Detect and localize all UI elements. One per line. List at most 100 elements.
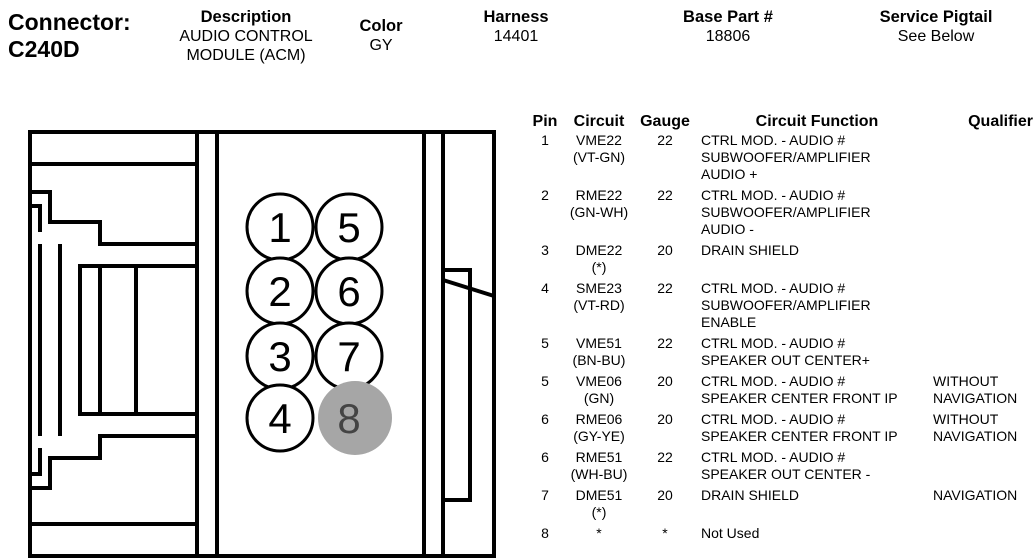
- base-part-header: Base Part #: [683, 8, 773, 26]
- connector-label: Connector:: [8, 9, 131, 35]
- circuit-cell: RME06 (GY-YE): [573, 411, 625, 444]
- pin-number-6: 6: [337, 268, 360, 315]
- service-pigtail-column: Service Pigtail See Below: [866, 8, 1006, 46]
- harness-value: 14401: [493, 28, 539, 45]
- circuit-function-cell: CTRL MOD. - AUDIO # SPEAKER OUT CENTER -: [701, 449, 871, 482]
- pin-cell: 2: [541, 187, 549, 203]
- qualifier-cell: [933, 449, 1033, 487]
- circuit-function-cell: Not Used: [701, 525, 760, 541]
- color-column: Color GY: [345, 17, 417, 55]
- color-header: Color: [359, 17, 403, 35]
- circuit-function-cell: CTRL MOD. - AUDIO # SPEAKER CENTER FRONT…: [701, 373, 898, 406]
- circuit-function-cell: CTRL MOD. - AUDIO # SPEAKER OUT CENTER+: [701, 335, 870, 368]
- circuit-function-cell: DRAIN SHIELD: [701, 487, 800, 503]
- pin-cavities: 1 2 3 4 5 6 7 8: [245, 192, 392, 455]
- connector-id: Connector: C240D: [8, 9, 131, 63]
- pin-table-header: Pin Circuit Gauge Circuit Function Quali…: [527, 113, 1033, 132]
- gauge-cell: 22: [657, 280, 673, 296]
- pin-number-2: 2: [268, 268, 291, 315]
- table-row: 7 DME51 (*) 20 DRAIN SHIELD NAVIGATION: [527, 487, 1033, 525]
- table-row: 6 RME06 (GY-YE) 20 CTRL MOD. - AUDIO # SPEA…: [527, 411, 1033, 449]
- qualifier-cell: [933, 242, 1033, 280]
- circuit-cell: DME22 (*): [575, 242, 623, 275]
- pin-cell: 4: [541, 280, 549, 296]
- pin-cavity-4: [245, 383, 315, 453]
- pin-cell: 7: [541, 487, 549, 503]
- pin-cell: 5: [541, 373, 549, 389]
- connector-face-diagram: 1 2 3 4 5 6 7 8: [28, 130, 496, 558]
- pin-cell: 1: [541, 132, 549, 148]
- circuit-cell: *: [596, 525, 602, 541]
- pin-cell: 6: [541, 449, 549, 465]
- qualifier-cell: [933, 525, 1033, 546]
- qualifier-cell: WITHOUT NAVIGATION: [933, 411, 1018, 444]
- table-row: 5 VME06 (GN) 20 CTRL MOD. - AUDIO # SPEAKER…: [527, 373, 1033, 411]
- circuit-cell: VME22 (VT-GN): [572, 132, 626, 165]
- qualifier-cell: [933, 187, 1033, 242]
- pin-number-8: 8: [337, 395, 360, 442]
- harness-header: Harness: [483, 8, 549, 26]
- table-row: 5 VME51 (BN-BU) 22 CTRL MOD. - AUDIO # SPEA…: [527, 335, 1033, 373]
- connector-housing: [28, 130, 496, 558]
- circuit-function-cell: CTRL MOD. - AUDIO # SUBWOOFER/AMPLIFIER …: [701, 187, 871, 237]
- gauge-cell: *: [662, 525, 668, 541]
- pin-cell: 5: [541, 335, 549, 351]
- pin-cell: 8: [541, 525, 549, 541]
- gauge-cell: 22: [657, 449, 673, 465]
- header-gauge: Gauge: [640, 113, 690, 130]
- gauge-cell: 20: [657, 242, 673, 258]
- description-header: Description: [200, 8, 292, 26]
- qualifier-cell: [933, 280, 1033, 335]
- description-column: Description AUDIO CONTROL MODULE (ACM): [160, 8, 332, 65]
- circuit-function-cell: CTRL MOD. - AUDIO # SPEAKER CENTER FRONT…: [701, 411, 898, 444]
- circuit-cell: RME22 (GN-WH): [569, 187, 629, 220]
- color-value: GY: [369, 37, 393, 54]
- qualifier-cell: NAVIGATION: [933, 487, 1018, 503]
- gauge-cell: 22: [657, 335, 673, 351]
- table-row: 8 * * Not Used: [527, 525, 1033, 546]
- service-pigtail-header: Service Pigtail: [879, 8, 993, 26]
- base-part-value: 18806: [705, 28, 751, 45]
- circuit-cell: RME51 (WH-BU): [570, 449, 628, 482]
- header-circuit: Circuit: [573, 113, 625, 130]
- gauge-cell: 20: [657, 411, 673, 427]
- gauge-cell: 20: [657, 487, 673, 503]
- harness-column: Harness 14401: [466, 8, 566, 46]
- pin-cell: 6: [541, 411, 549, 427]
- gauge-cell: 22: [657, 187, 673, 203]
- pin-number-3: 3: [268, 333, 291, 380]
- pin-table: Pin Circuit Gauge Circuit Function Quali…: [527, 113, 1033, 546]
- pin-number-1: 1: [268, 204, 291, 251]
- housing-outline: [28, 130, 496, 558]
- description-line-1: AUDIO CONTROL: [179, 28, 313, 45]
- pin-number-5: 5: [337, 204, 360, 251]
- circuit-function-cell: CTRL MOD. - AUDIO # SUBWOOFER/AMPLIFIER …: [701, 132, 871, 182]
- circuit-cell: DME51 (*): [575, 487, 623, 520]
- header-pin: Pin: [532, 113, 558, 130]
- pin-number-7: 7: [337, 333, 360, 380]
- table-row: 6 RME51 (WH-BU) 22 CTRL MOD. - AUDIO # SPEA…: [527, 449, 1033, 487]
- circuit-function-cell: DRAIN SHIELD: [701, 242, 800, 258]
- table-row: 3 DME22 (*) 20 DRAIN SHIELD: [527, 242, 1033, 280]
- pin-number-4: 4: [268, 395, 291, 442]
- gauge-cell: 20: [657, 373, 673, 389]
- connector-number: C240D: [8, 36, 80, 62]
- circuit-cell: SME23 (VT-RD): [573, 280, 625, 313]
- base-part-column: Base Part # 18806: [668, 8, 788, 46]
- qualifier-cell: WITHOUT NAVIGATION: [933, 373, 1018, 406]
- description-line-2: MODULE (ACM): [186, 47, 306, 64]
- service-pigtail-value: See Below: [897, 28, 975, 45]
- circuit-cell: VME06 (GN): [576, 373, 622, 406]
- qualifier-cell: [933, 132, 1033, 187]
- qualifier-cell: [933, 335, 1033, 373]
- table-row: 2 RME22 (GN-WH) 22 CTRL MOD. - AUDIO # SUBW…: [527, 187, 1033, 242]
- header-circuit-function: Circuit Function: [755, 113, 879, 130]
- header-qualifier: Qualifier: [968, 113, 1033, 130]
- circuit-function-cell: CTRL MOD. - AUDIO # SUBWOOFER/AMPLIFIER …: [701, 280, 871, 330]
- circuit-cell: VME51 (BN-BU): [572, 335, 626, 368]
- pin-cell: 3: [541, 242, 549, 258]
- table-row: 4 SME23 (VT-RD) 22 CTRL MOD. - AUDIO # SUBW…: [527, 280, 1033, 335]
